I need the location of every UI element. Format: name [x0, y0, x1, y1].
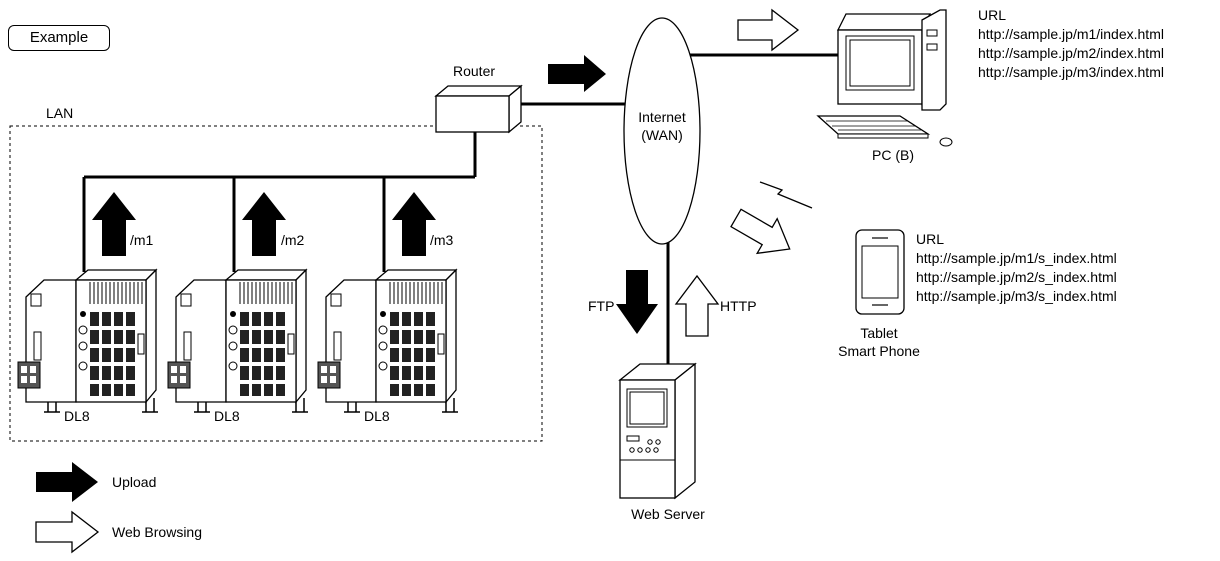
upload-arrow-icon — [242, 192, 286, 256]
example-label: Example — [8, 25, 110, 51]
device-name-label: DL8 — [364, 408, 390, 424]
lan-boundary — [9, 125, 543, 442]
url-item: http://sample.jp/m1/index.html — [978, 26, 1164, 42]
dl8-device-icon — [17, 269, 159, 413]
device-name-label: DL8 — [214, 408, 240, 424]
url-item: http://sample.jp/m3/s_index.html — [916, 288, 1117, 304]
lan-cabling — [82, 132, 477, 272]
tablet-label: Tablet — [860, 325, 898, 341]
pc-icon — [816, 9, 953, 147]
url-heading: URL — [978, 7, 1007, 23]
device-name-label: DL8 — [64, 408, 90, 424]
url-heading: URL — [916, 231, 945, 247]
upload-arrow-icon — [616, 270, 658, 334]
wireless-signal-icon — [759, 181, 813, 209]
web-server-label: Web Server — [631, 506, 705, 522]
internet-label: Internet — [638, 109, 686, 125]
web-server-icon — [618, 362, 697, 500]
legend-web-browsing-label: Web Browsing — [112, 524, 203, 540]
mobile-url-list: URL http://sample.jp/m1/s_index.html htt… — [916, 230, 1117, 306]
http-label: HTTP — [720, 298, 757, 314]
upload-arrow-icon — [92, 192, 136, 256]
device-path-label: /m2 — [281, 232, 305, 248]
internet-cloud-icon — [623, 17, 701, 245]
legend-upload-arrow-icon — [36, 462, 98, 502]
smartphone-label: Smart Phone — [838, 343, 920, 359]
router-icon — [434, 84, 523, 134]
legend-web-browsing-arrow-icon — [35, 510, 100, 554]
ftp-label: FTP — [588, 298, 615, 314]
url-item: http://sample.jp/m1/s_index.html — [916, 250, 1117, 266]
pc-url-list: URL http://sample.jp/m1/index.html http:… — [978, 6, 1164, 82]
legend-upload-label: Upload — [112, 474, 157, 490]
device-path-label: /m1 — [130, 232, 154, 248]
wan-label: (WAN) — [641, 127, 683, 143]
upload-arrow-icon — [392, 192, 436, 256]
web-browsing-arrow-icon — [674, 274, 720, 337]
lan-label: LAN — [46, 105, 74, 121]
router-label: Router — [453, 63, 496, 79]
smartphone-icon — [855, 229, 905, 315]
device-path-label: /m3 — [430, 232, 454, 248]
pc-label: PC (B) — [872, 147, 914, 163]
dl8-device-icon — [167, 269, 309, 413]
dl8-device-icon — [317, 269, 459, 413]
web-browsing-arrow-icon — [737, 8, 800, 52]
web-browsing-arrow-icon — [730, 208, 791, 255]
upload-arrow-icon — [548, 55, 606, 92]
url-item: http://sample.jp/m2/s_index.html — [916, 269, 1117, 285]
url-item: http://sample.jp/m2/index.html — [978, 45, 1164, 61]
url-item: http://sample.jp/m3/index.html — [978, 64, 1164, 80]
